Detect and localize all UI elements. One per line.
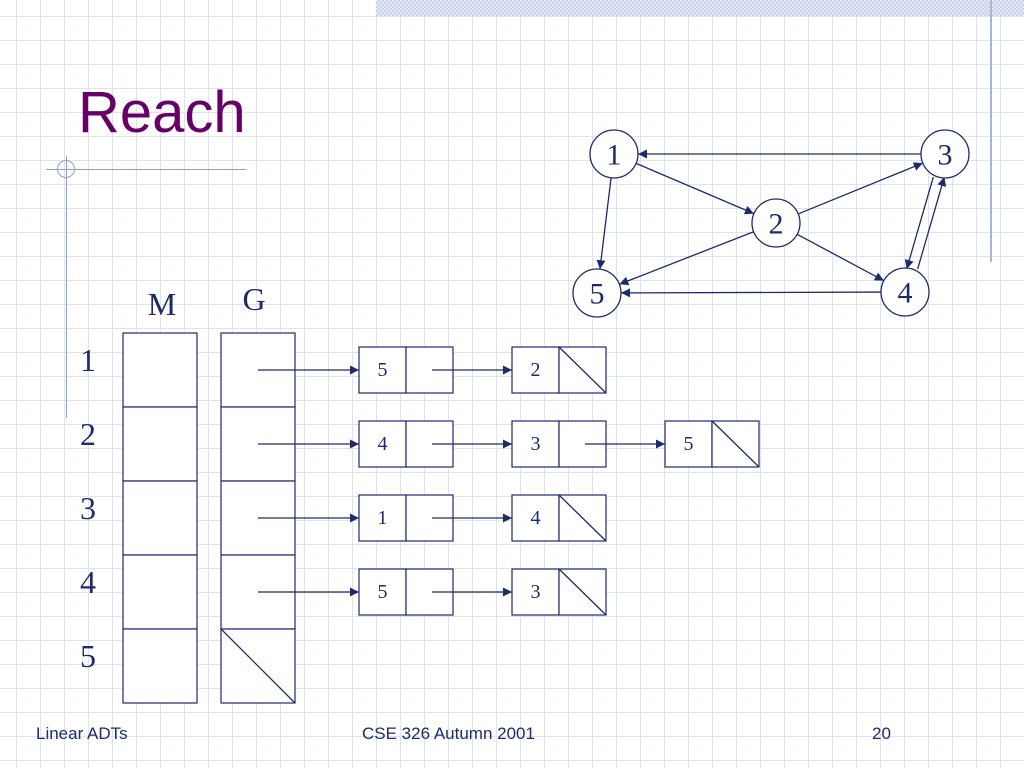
null-pointer-slash: [711, 420, 760, 468]
graph-edge-3-to-4: [904, 176, 934, 270]
null-pointer-slash: [558, 494, 607, 542]
list-node-value: 2: [531, 359, 541, 381]
graph-node-label-3: 3: [938, 139, 953, 172]
list-node-value-cell: [511, 420, 560, 468]
graph-node-label-5: 5: [590, 278, 605, 311]
decorative-circle: [57, 160, 75, 178]
footer-course-name: CSE 326 Autumn 2001: [362, 724, 535, 743]
footer-page-number: 20: [872, 724, 891, 743]
row-index-label: 3: [80, 490, 96, 526]
null-pointer-slash: [558, 346, 607, 394]
graph-edge-2-to-5: [619, 231, 754, 286]
decorative-right-line: [990, 0, 992, 262]
list-node-value: 3: [531, 581, 541, 603]
null-pointer-slash: [558, 568, 607, 616]
decorative-vertical-line: [66, 156, 67, 418]
graph-edge-2-to-4: [796, 233, 885, 282]
array-m-cell: [122, 628, 198, 704]
list-node-value: 4: [378, 433, 388, 455]
graph-node-3: [920, 129, 970, 179]
graph-node-label-1: 1: [607, 139, 622, 172]
list-node-value: 5: [378, 359, 388, 381]
graph-edge-4-to-5: [620, 288, 882, 298]
graph-edge-4-to-3: [917, 176, 947, 270]
list-node-value-cell: [664, 420, 713, 468]
directed-graph: 1 2 3 4 5: [572, 129, 970, 318]
list-node-value-cell: [511, 346, 560, 394]
graph-node-label-2: 2: [769, 208, 784, 241]
list-node-value: 5: [684, 433, 694, 455]
footer-course-topic: Linear ADTs: [36, 724, 128, 743]
slide-title: Reach: [78, 80, 246, 145]
row-index-label: 4: [80, 564, 96, 600]
graph-edge-1-to-2: [635, 162, 755, 215]
array-m-cell: [122, 406, 198, 482]
row-index-label: 5: [80, 638, 96, 674]
row-index-label: 1: [80, 342, 96, 378]
graph-node-5: [572, 268, 622, 318]
arrays: M G 1 2 3 4 5: [80, 281, 296, 704]
list-node-value-cell: [511, 568, 560, 616]
list-node-value: 4: [531, 507, 541, 529]
list-node-value: 3: [531, 433, 541, 455]
decorative-horizontal-line: [46, 169, 246, 170]
graph-edge-2-to-3: [797, 162, 924, 215]
array-m-cell: [122, 480, 198, 556]
graph-node-label-4: 4: [898, 277, 913, 310]
list-node-value-cell: [358, 346, 407, 394]
list-node-value-cell: [358, 568, 407, 616]
array-g-label: G: [242, 281, 265, 317]
array-m-label: M: [148, 286, 176, 322]
list-node-value: 5: [378, 581, 388, 603]
graph-node-1: [589, 129, 639, 179]
list-node-value-cell: [358, 494, 407, 542]
array-m-cell: [122, 554, 198, 630]
graph-node-2: [751, 198, 801, 248]
decorative-band: [376, 0, 1024, 16]
row-index-label: 2: [80, 416, 96, 452]
null-pointer-slash: [220, 628, 296, 704]
graph-node-4: [880, 267, 930, 317]
list-node-value: 1: [378, 507, 388, 529]
adjacency-lists: 5 2 4 3 5 1 4 5 3: [220, 346, 760, 704]
graph-edge-1-to-5: [596, 177, 612, 270]
array-m-cell: [122, 332, 198, 408]
